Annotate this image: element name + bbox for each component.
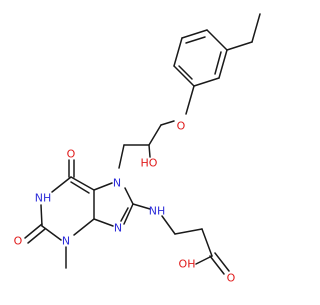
atom-n9: N [114, 222, 122, 235]
molecule-structure: N N NH N O O NH HO O OH O [14, 13, 261, 285]
bond [118, 144, 125, 169]
atom-amine-nh: NH [149, 205, 166, 218]
bond [214, 252, 230, 272]
bond [226, 41, 253, 51]
bond [93, 182, 113, 191]
bond [173, 37, 183, 67]
atom-n1h: NH [35, 192, 52, 205]
atom-o2: O [14, 235, 23, 248]
bond [124, 187, 134, 205]
bond [41, 225, 62, 241]
bond [209, 255, 225, 275]
bonds [24, 13, 261, 275]
structure-canvas: N N NH N O O NH HO O OH O [13, 13, 261, 285]
bond [214, 51, 222, 75]
bond [148, 144, 151, 158]
bond [70, 181, 90, 194]
bond [251, 13, 261, 43]
bond [173, 65, 195, 87]
bond [218, 49, 228, 79]
atom-ether-o: O [177, 120, 186, 133]
bond [161, 215, 176, 235]
atom-n3: N [62, 235, 70, 248]
bond [123, 203, 134, 225]
atom-o6: O [67, 148, 76, 161]
bond [132, 203, 151, 210]
bond [174, 228, 203, 235]
atom-n7: N [113, 177, 121, 190]
atom-acid-o: O [227, 272, 236, 285]
bond [40, 204, 43, 227]
bond [93, 218, 114, 227]
atom-hydroxyl: HO [141, 157, 158, 170]
bond [178, 65, 193, 80]
bond [51, 176, 72, 193]
atom-acid-oh: OH [179, 258, 196, 271]
bond [206, 29, 228, 51]
bond [73, 218, 95, 236]
bond [185, 85, 195, 115]
bond [148, 124, 162, 146]
bond [181, 29, 208, 39]
bond [120, 207, 129, 222]
atom-labels: N N NH N O O NH HO O OH O [14, 120, 236, 285]
bond [160, 120, 175, 126]
bond [193, 77, 220, 87]
bond [185, 36, 206, 44]
bond [70, 176, 95, 191]
bond [201, 228, 213, 257]
bond [24, 223, 43, 239]
bond [27, 228, 46, 244]
bond [195, 255, 213, 265]
